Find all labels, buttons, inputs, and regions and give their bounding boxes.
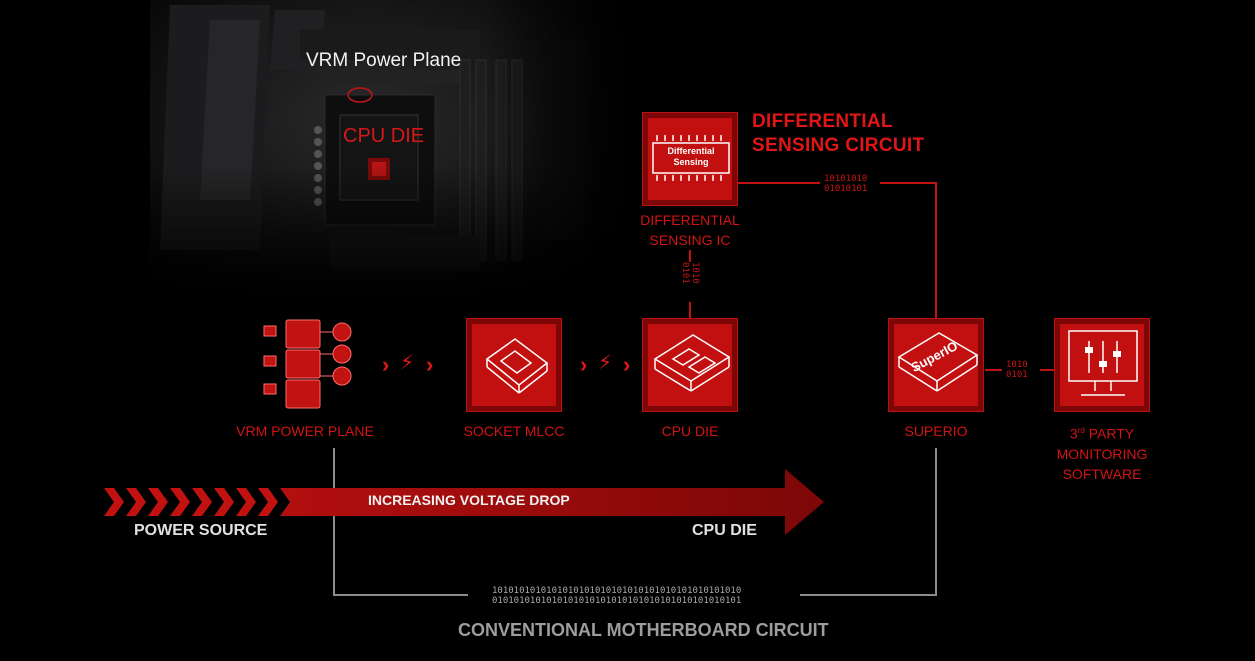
conventional-binary-line1: 1010101010101010101010101010101010101010… (492, 586, 742, 596)
differential-title: DIFFERENTIAL SENSING CIRCUIT (752, 110, 924, 158)
binary-vertical-line2: 0101 (680, 262, 690, 284)
voltage-drop-label: INCREASING VOLTAGE DROP (368, 492, 570, 508)
cpu-die-label: CPU DIE (661, 423, 719, 439)
vrm-power-plane-label: VRM POWER PLANE (236, 423, 374, 439)
monitoring-software-label: 3rd PARTY MONITORING SOFTWARE (1040, 421, 1164, 484)
differential-ic-label-line2: SENSING IC (649, 232, 731, 248)
chevron-right-icon: › (426, 352, 434, 377)
conventional-binary-line2: 0101010101010101010101010101010101010101… (492, 596, 742, 606)
differential-title-line2: SENSING CIRCUIT (752, 135, 925, 156)
differential-ic-label-line1: DIFFERENTIAL (640, 212, 740, 228)
software-party: PARTY (1084, 425, 1135, 442)
board-fade-overlay (150, 0, 630, 300)
arrow-cpu-die-label: CPU DIE (692, 522, 757, 539)
binary-right-line1: 1010 (1006, 360, 1028, 370)
software-label-line2: MONITORING (1056, 445, 1148, 462)
chevron-right-icon: › (623, 352, 631, 377)
lightning-bolt-icon: ⚡ (598, 352, 613, 374)
binary-vertical-line1: 1010 (690, 262, 700, 284)
chevron-right-icon: › (382, 352, 390, 377)
board-cpu-label: CPU DIE (343, 125, 425, 147)
monitoring-software-box (1054, 318, 1150, 412)
differential-title-line1: DIFFERENTIAL (752, 111, 893, 132)
binary-right-line2: 0101 (1006, 370, 1028, 380)
software-label-line3: SOFTWARE (1062, 465, 1142, 482)
software-label-line1: 3rd PARTY (1040, 421, 1164, 444)
superio-label: SUPERIO (904, 423, 968, 439)
chip-label-line2: Sensing (673, 157, 709, 167)
binary-top-line1: 10101010 (824, 174, 868, 184)
power-source-label: POWER SOURCE (134, 522, 268, 539)
lightning-bolt-icon: ⚡ (400, 352, 415, 374)
binary-top-line2: 01010101 (824, 184, 868, 194)
chip-label-line1: Differential (667, 146, 715, 156)
conventional-binary: 1010101010101010101010101010101010101010… (492, 586, 741, 606)
socket-mlcc-box (466, 318, 562, 412)
vrm-power-plane-icon (263, 319, 352, 409)
chevron-right-icon: › (580, 352, 588, 377)
differential-ic-label: DIFFERENTIAL SENSING IC (630, 210, 750, 250)
differential-sensing-ic-box: Differential Sensing (642, 112, 738, 206)
socket-mlcc-label: SOCKET MLCC (463, 423, 565, 439)
cpu-die-box (642, 318, 738, 412)
superio-box: SuperIO (888, 318, 984, 412)
conventional-circuit-title: CONVENTIONAL MOTHERBOARD CIRCUIT (458, 620, 829, 640)
software-ordinal-suffix: rd (1077, 426, 1085, 435)
software-ordinal: 3 (1069, 425, 1078, 442)
board-vrm-label: VRM Power Plane (306, 50, 462, 71)
